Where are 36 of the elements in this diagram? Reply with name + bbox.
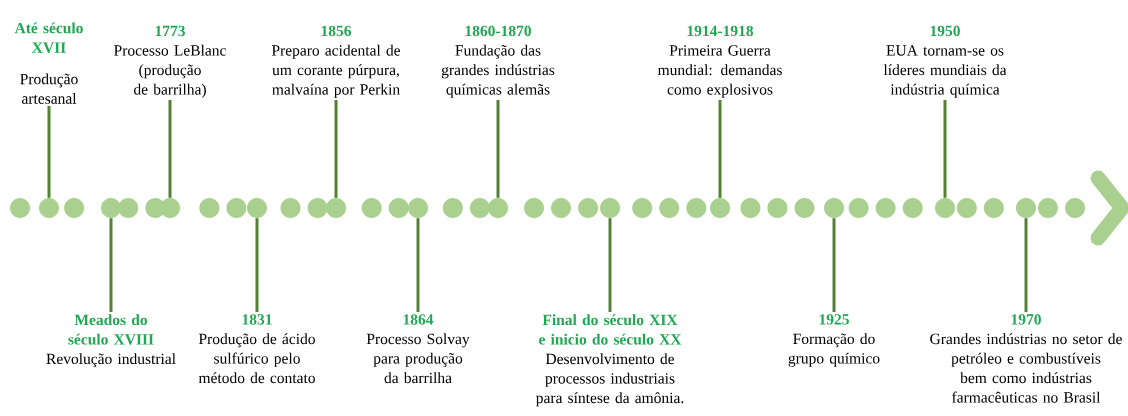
timeline-dot bbox=[101, 198, 121, 218]
stem-line bbox=[168, 100, 172, 198]
timeline-dot bbox=[408, 198, 428, 218]
stem-line bbox=[496, 100, 500, 198]
stem-line bbox=[718, 100, 722, 198]
stem-line bbox=[334, 100, 338, 198]
timeline-dot bbox=[488, 198, 508, 218]
stem-line bbox=[416, 218, 420, 312]
event-label: 1860-1870 Fundação das grandes indústrias químicas alemãs bbox=[441, 25, 555, 98]
event-label: Até século XVII Produção artesanal bbox=[14, 22, 83, 104]
event-label: 1950 EUA tornam-se os líderes mundiais da indústria química bbox=[883, 25, 1007, 98]
event-label: 1831 Produção de ácido sulfúrico pelo método de contato bbox=[198, 314, 315, 384]
timeline-dot bbox=[1016, 198, 1036, 218]
stem-line bbox=[47, 106, 51, 198]
timeline-dot bbox=[600, 198, 620, 218]
stem-line bbox=[1024, 218, 1028, 312]
event-label: Final do século XIX e inicio do século XX Desenvolvimento de processos industriais para síntese da amônia. bbox=[536, 314, 684, 407]
event-label: 1856 Preparo acidental de um corante púrpura, malvaína por Perkin bbox=[271, 25, 400, 98]
timeline-dot bbox=[39, 198, 59, 218]
stem-line bbox=[109, 218, 113, 312]
stem-line bbox=[255, 218, 259, 312]
timeline-dot bbox=[326, 198, 346, 218]
event-label: 1970 Grandes indústrias no setor de petróleo e combustíveis bem como indústrias farmacêuticas no Brasil bbox=[930, 314, 1122, 403]
event-label: 1773 Processo LeBlanc (produção de barrilha) bbox=[114, 25, 226, 98]
event-label: 1914-1918 Primeira Guerra mundial: demandas como explosivos bbox=[657, 25, 782, 98]
event-label: Meados do século XVIII Revolução industrial bbox=[46, 314, 176, 368]
stem-line bbox=[608, 218, 612, 312]
timeline-dot bbox=[160, 198, 180, 218]
stem-line bbox=[832, 218, 836, 312]
event-label: 1864 Processo Solvay para produção da barrilha bbox=[366, 314, 470, 384]
stem-line bbox=[943, 100, 947, 198]
timeline-dot bbox=[935, 198, 955, 218]
timeline-dot bbox=[710, 198, 730, 218]
event-label: 1925 Formação do grupo químico bbox=[788, 314, 880, 367]
timeline-dot bbox=[247, 198, 267, 218]
timeline-dot bbox=[824, 198, 844, 218]
